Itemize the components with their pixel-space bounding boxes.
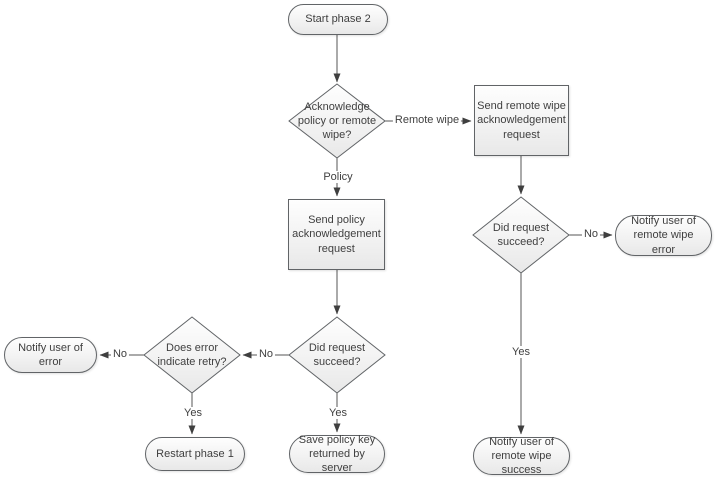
decision-right-succeed-shape [472, 196, 570, 274]
node-restart-phase-1: Restart phase 1 [145, 437, 245, 471]
decision-mid-succeed-shape [288, 316, 386, 394]
decision-acknowledge-label: Acknowledge policy or remote wipe? [297, 100, 377, 142]
decision-right-succeed-label: Did request succeed? [492, 221, 550, 248]
edge-label-right-yes: Yes [510, 346, 532, 358]
edge-label-retry-yes: Yes [182, 407, 204, 419]
node-send-policy-request: Send policy acknowledgement request [288, 199, 385, 270]
node-send-remote-wipe-request: Send remote wipe acknowledgement request [474, 85, 569, 156]
edge-label-mid-yes: Yes [327, 407, 349, 419]
edge-label-remote-wipe: Remote wipe [392, 114, 462, 126]
edge-label-retry-no: No [110, 348, 130, 360]
decision-retry-shape [143, 316, 241, 394]
node-start-phase-2: Start phase 2 [288, 4, 388, 35]
node-notify-user-of-error: Notify user of error [4, 337, 97, 373]
node-notify-remote-wipe-error: Notify user of remote wipe error [615, 215, 712, 256]
edge-label-mid-no: No [256, 348, 276, 360]
node-notify-remote-wipe-success: Notify user of remote wipe success [473, 436, 570, 476]
node-save-policy-key: Save policy key returned by server [289, 434, 385, 474]
decision-retry-label: Does error indicate retry? [157, 341, 227, 368]
decision-acknowledge-shape [288, 83, 386, 159]
edge-label-policy: Policy [321, 171, 355, 183]
decision-mid-succeed-label: Did request succeed? [308, 341, 366, 368]
edge-label-right-no: No [581, 228, 601, 240]
